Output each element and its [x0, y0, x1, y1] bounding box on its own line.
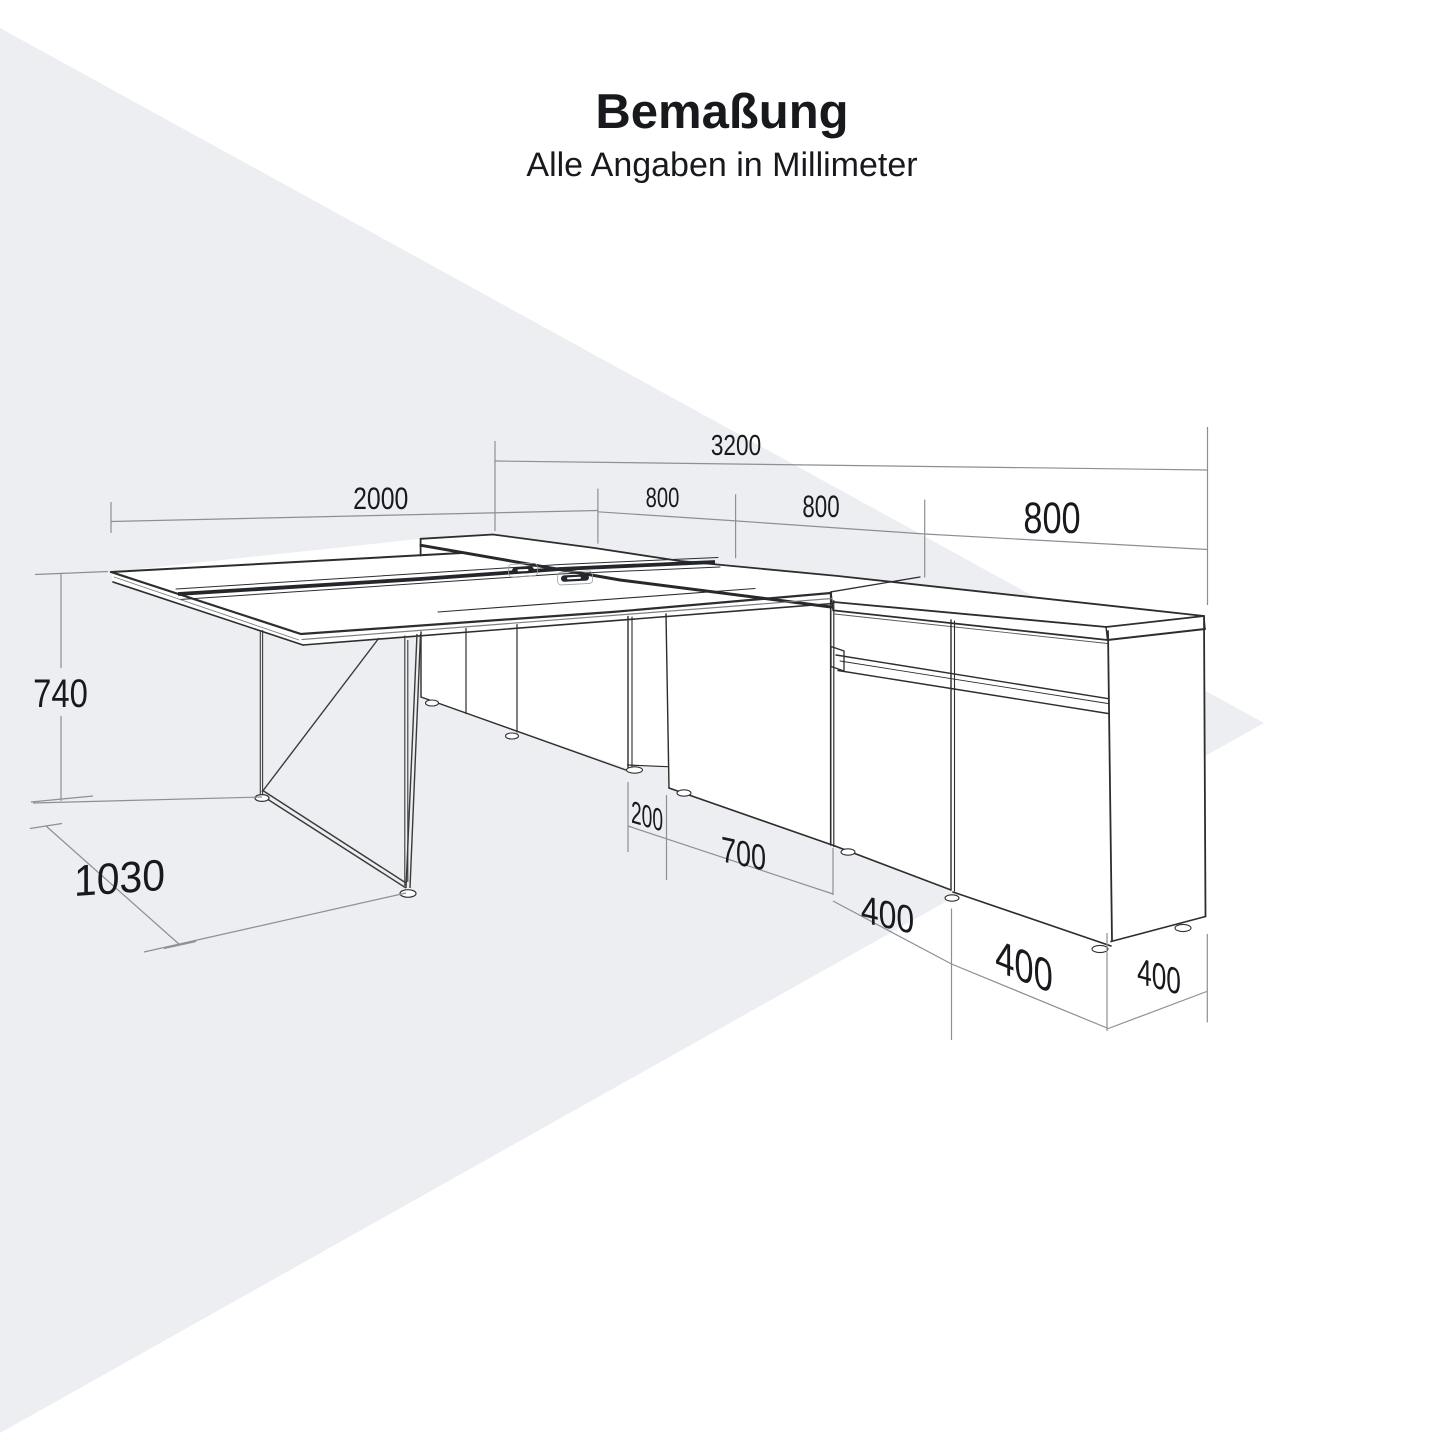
svg-text:1030: 1030 — [74, 851, 165, 906]
svg-text:400: 400 — [1137, 950, 1181, 1003]
svg-text:740: 740 — [33, 672, 88, 716]
svg-text:2000: 2000 — [353, 481, 408, 516]
svg-text:800: 800 — [1023, 494, 1080, 543]
svg-text:800: 800 — [646, 482, 680, 513]
svg-text:700: 700 — [721, 828, 766, 879]
svg-text:800: 800 — [802, 489, 839, 524]
svg-text:Alle Angaben in Millimeter: Alle Angaben in Millimeter — [526, 146, 917, 184]
svg-text:400: 400 — [995, 928, 1053, 1003]
svg-text:3200: 3200 — [711, 430, 761, 462]
svg-text:Bemaßung: Bemaßung — [595, 85, 848, 139]
